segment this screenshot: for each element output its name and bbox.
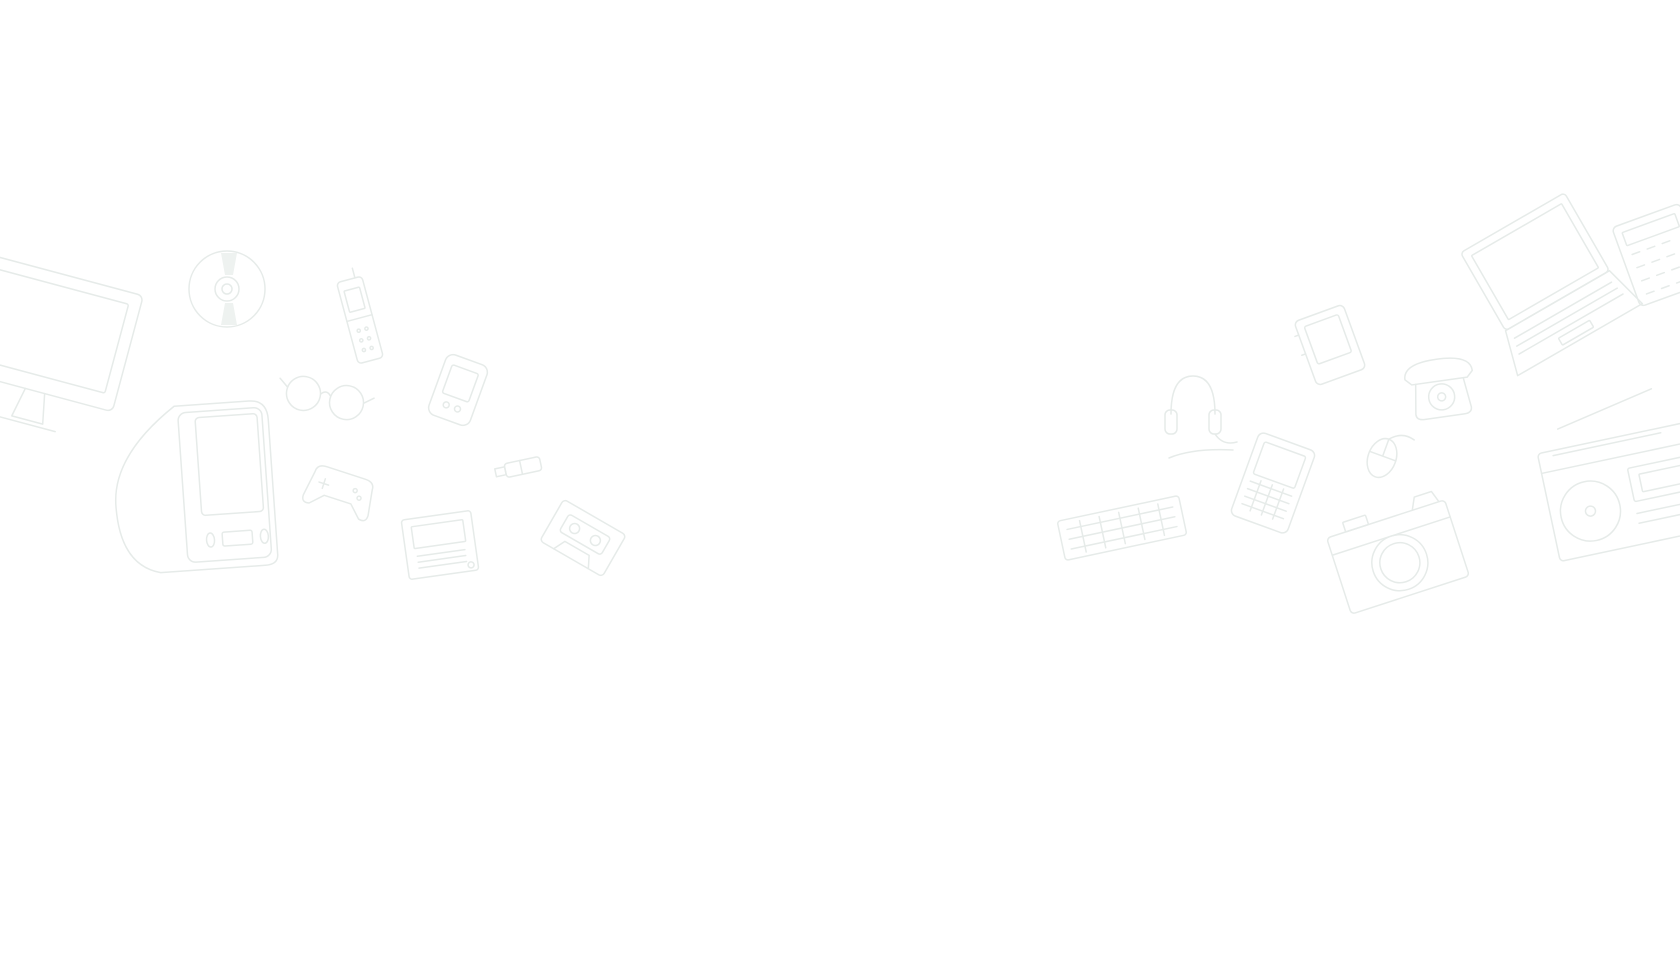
headphones-icon bbox=[1164, 375, 1238, 459]
game-console-icon bbox=[400, 510, 480, 580]
computer-mouse-icon bbox=[1366, 434, 1415, 479]
flip-phone-icon bbox=[336, 267, 384, 364]
laptop-icon bbox=[1461, 193, 1644, 377]
photo-camera-icon bbox=[1326, 490, 1470, 614]
calculator-icon bbox=[1612, 203, 1680, 307]
usb-stick-icon bbox=[494, 456, 543, 478]
cassette-tape-icon bbox=[540, 499, 626, 577]
imac-g3-icon bbox=[115, 400, 279, 574]
blackberry-phone-icon bbox=[1230, 432, 1316, 534]
mp3-player-icon bbox=[1294, 304, 1366, 386]
pda-icon bbox=[427, 353, 489, 427]
rotary-phone-icon bbox=[1404, 357, 1474, 421]
glasses-icon bbox=[279, 375, 375, 421]
boombox-icon bbox=[1537, 388, 1680, 562]
keyboard-icon bbox=[1057, 495, 1187, 561]
imac-monitor-icon bbox=[0, 255, 143, 433]
gamepad-icon bbox=[302, 465, 374, 522]
cd-disc-icon bbox=[188, 250, 266, 328]
